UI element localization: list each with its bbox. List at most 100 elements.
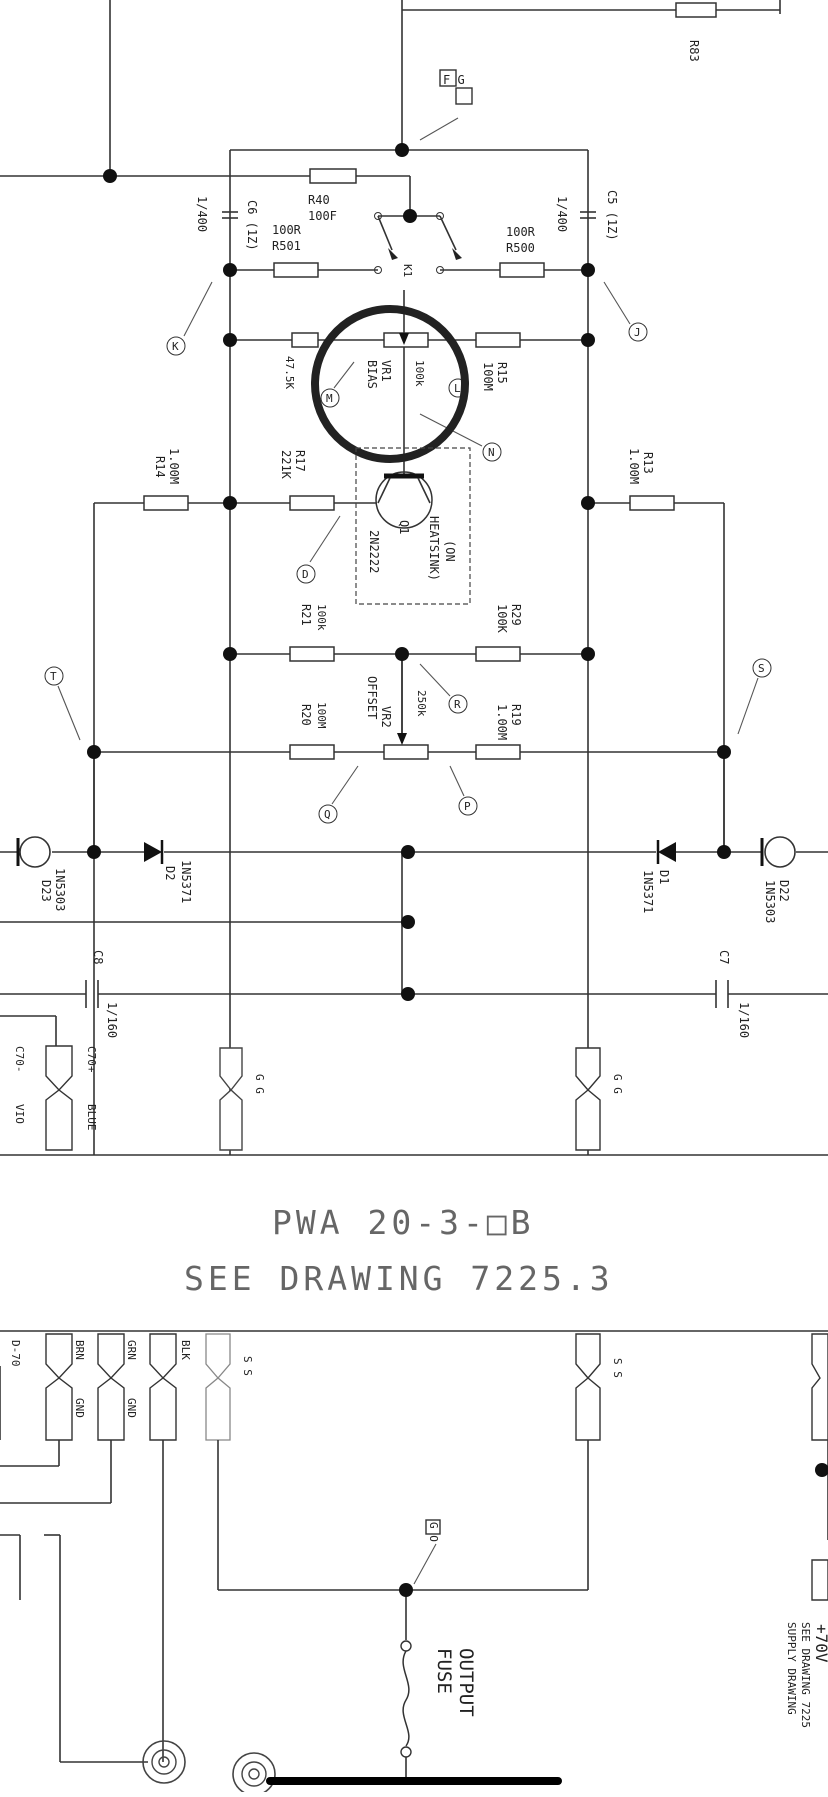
vr1-value: 100k <box>413 360 426 387</box>
v70-label: +70V <box>812 1624 828 1663</box>
resistor-r40 <box>309 168 357 184</box>
r29-name: R29 <box>509 604 523 626</box>
r14-name: R14 <box>153 456 167 478</box>
ref-d-label: D <box>302 568 309 581</box>
connector-g-left <box>219 1047 243 1151</box>
gnd2-label: GND <box>125 1398 138 1418</box>
ref-t-circle <box>44 666 64 686</box>
g-right-label: G G <box>611 1074 624 1094</box>
ref-r-label: R <box>454 698 461 711</box>
resistor-r21 <box>289 646 335 662</box>
connector-70v <box>811 1559 828 1601</box>
c8-value: 1/160 <box>105 1002 119 1038</box>
vr2-value: 250k <box>415 690 428 717</box>
ref-box-g-out <box>425 1519 441 1535</box>
ref-k-circle <box>166 336 186 356</box>
ref-k-label: K <box>172 340 179 353</box>
highlight-circle <box>311 305 469 463</box>
diode-d1 <box>656 840 676 864</box>
capacitor-c8 <box>85 980 99 1008</box>
s-right-label: S S <box>611 1358 624 1378</box>
c6-name: C6 (1Z) <box>245 200 259 251</box>
r40-name: R40 <box>308 193 330 207</box>
ref-m-label: M <box>326 392 333 405</box>
capacitor-c7 <box>715 980 729 1008</box>
vio-label: VIO <box>13 1104 26 1124</box>
connector-g-right <box>575 1047 601 1151</box>
blk-label: BLK <box>179 1340 192 1360</box>
resistor-r501 <box>273 262 319 278</box>
r83-label: R83 <box>687 40 701 62</box>
r19-value: 1.00M <box>495 704 509 740</box>
diode-d22 <box>760 836 796 868</box>
capacitor-c5 <box>580 211 596 219</box>
k1-label: K1 <box>401 264 414 277</box>
d70-label: D-70 <box>9 1340 22 1367</box>
diode-d23 <box>16 836 51 868</box>
resistor-r13 <box>629 495 675 511</box>
ref-d-circle <box>296 564 316 584</box>
r15-value: 100M <box>481 362 495 391</box>
connector-brn-gnd <box>45 1333 73 1441</box>
r17-value: 221K <box>279 450 293 480</box>
ref-g-out-label: G O <box>427 1522 440 1542</box>
d1-type: 1N5371 <box>641 870 655 913</box>
c8-name: C8 <box>91 950 105 964</box>
r21-name: R21 <box>299 604 313 626</box>
d23-type: 1N5303 <box>53 868 67 911</box>
c5-name: C5 (1Z) <box>605 190 619 241</box>
vr2-func: OFFSET <box>365 676 379 719</box>
d22-type: 1N5303 <box>763 880 777 923</box>
ref-l-label: L <box>454 382 461 395</box>
resistor-r18 <box>291 332 319 348</box>
gnd1-label: GND <box>73 1398 86 1418</box>
ref-s-circle <box>752 658 772 678</box>
resistor-r83 <box>675 2 717 18</box>
ref-q-label: Q <box>324 808 331 821</box>
ref-j-label: J <box>634 326 641 339</box>
output-fuse <box>400 1640 412 1758</box>
ref-m-circle <box>320 388 340 408</box>
resistor-r29 <box>475 646 521 662</box>
r500-value: 100R <box>506 225 536 239</box>
junction-dots <box>87 143 731 1597</box>
home-indicator[interactable] <box>266 1777 562 1785</box>
heatsink-line2: HEATSINK) <box>427 516 441 581</box>
c70p-label: C70+ <box>85 1046 98 1073</box>
resistor-r15 <box>475 332 521 348</box>
resistor-r500 <box>499 262 545 278</box>
terminal-2 <box>232 1752 276 1796</box>
r20-name: R20 <box>299 704 313 726</box>
connector-s-right <box>575 1333 601 1441</box>
resistor-r20 <box>289 744 335 760</box>
see-dwg-2-label: SEE DRAWING 7225 <box>799 1622 812 1728</box>
d22-name: D22 <box>777 880 791 902</box>
r13-value: 1.00M <box>627 448 641 484</box>
blue-label: BLUE <box>85 1104 98 1131</box>
ref-p-circle <box>458 796 478 816</box>
q1-name: Q1 <box>397 520 411 534</box>
d2-name: D2 <box>163 866 177 880</box>
see-drawing-label: SEE DRAWING 7225.3 <box>184 1259 614 1298</box>
ref-j-circle <box>628 322 648 342</box>
r29-value: 100K <box>495 604 509 634</box>
pwa-label: PWA 20-3-□B <box>272 1203 535 1242</box>
grn-label: GRN <box>125 1340 138 1360</box>
heatsink-line1: (ON <box>443 540 457 562</box>
vr1-func: BIAS <box>365 360 379 389</box>
r501-name: R501 <box>272 239 301 253</box>
resistor-r14 <box>143 495 189 511</box>
pot-vr2 <box>383 744 429 760</box>
r21-value: 100k <box>315 604 328 631</box>
connector-grn-gnd <box>97 1333 125 1441</box>
r40-value: 100F <box>308 209 337 223</box>
ref-t-label: T <box>50 670 57 683</box>
ref-fg-pointer <box>419 117 459 141</box>
terminal-1 <box>142 1740 186 1784</box>
d2-type: 1N5371 <box>179 860 193 903</box>
ref-fg-label: F G <box>443 73 465 87</box>
r15-name: R15 <box>495 362 509 384</box>
r500-name: R500 <box>506 241 535 255</box>
c5-value: 1/400 <box>555 196 569 232</box>
